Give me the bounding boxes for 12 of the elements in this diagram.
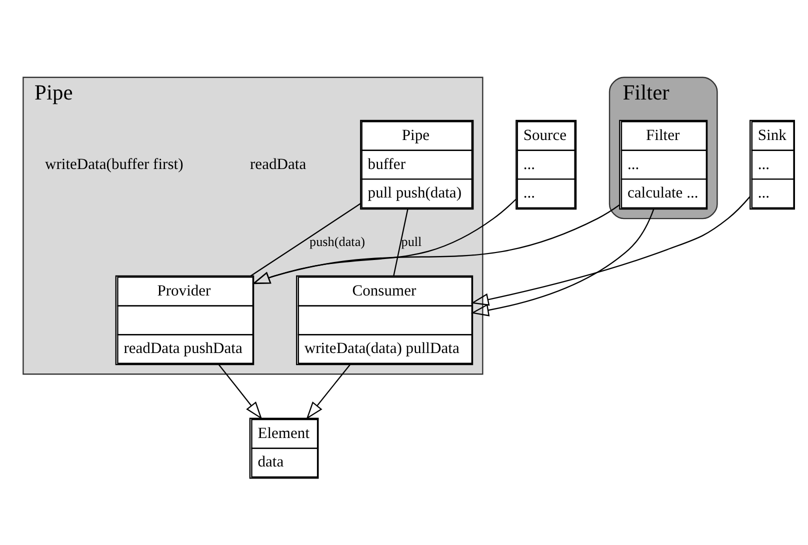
label: writeData(buffer first) — [44, 155, 184, 172]
connector — [250, 202, 361, 276]
arrow — [252, 204, 620, 284]
connector — [393, 208, 408, 276]
arrow — [252, 198, 516, 284]
arrow — [306, 364, 350, 419]
arrow — [470, 208, 654, 316]
arrow — [218, 364, 262, 419]
edge-label: pull — [401, 233, 422, 248]
label: readData — [250, 155, 306, 172]
edge-label: push(data) — [310, 233, 366, 248]
arrow — [470, 196, 750, 306]
